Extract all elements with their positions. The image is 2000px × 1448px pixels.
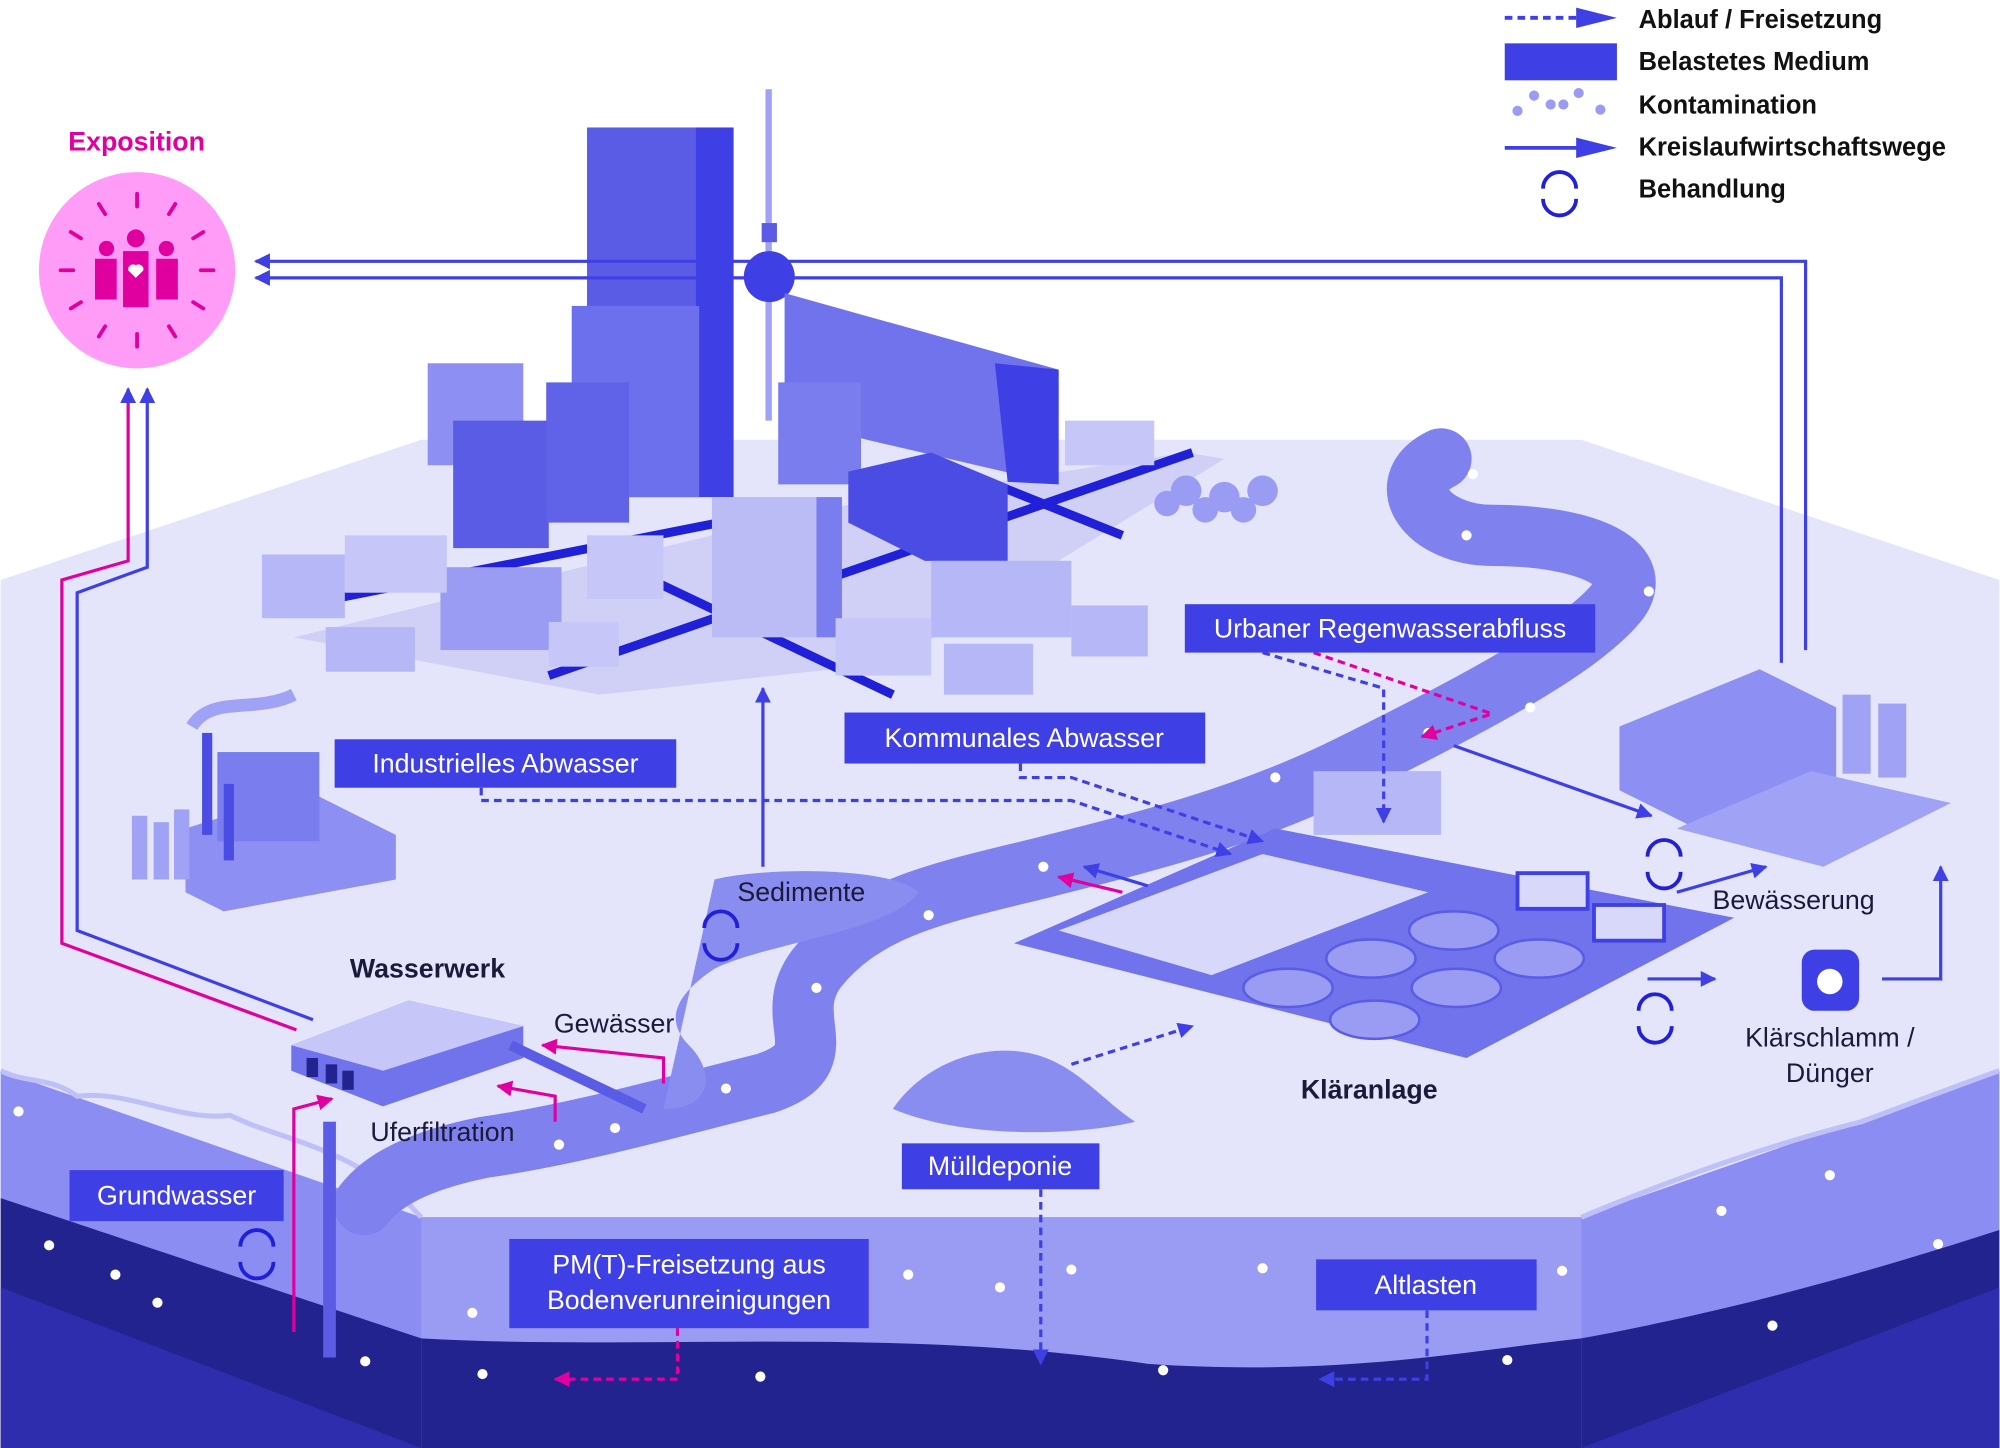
river-contamination-dots xyxy=(13,469,1944,1382)
treatment-cycle-icons xyxy=(238,838,1683,1281)
label-sludge-line1: Klärschlamm / xyxy=(1745,1022,1915,1052)
legend-item-contamination: Kontamination xyxy=(1512,87,1817,119)
legend-item-medium: Belastetes Medium xyxy=(1504,43,1870,81)
fertilizer-bag-icon xyxy=(1801,949,1860,1011)
label-irrigation: Bewässerung xyxy=(1713,885,1875,915)
label-soil-release-line2: Bodenverunreinigungen xyxy=(547,1285,831,1315)
exposition: Exposition xyxy=(38,126,236,369)
legend-item-treatment: Behandlung xyxy=(1541,170,1786,218)
label-sludge-line2: Dünger xyxy=(1786,1058,1874,1088)
landfill xyxy=(892,1050,1136,1133)
legend-label: Kreislaufwirtschaftswege xyxy=(1639,134,1946,162)
label-groundwater: Grundwasser xyxy=(97,1181,256,1211)
label-landfill: Mülldeponie xyxy=(928,1151,1072,1181)
cycle-icon-groundwater xyxy=(238,1228,276,1281)
aquifer-center xyxy=(421,1338,1582,1448)
filled-rectangle-icon xyxy=(1504,43,1617,81)
farm xyxy=(1619,669,1951,867)
legend-label: Belastetes Medium xyxy=(1639,48,1870,76)
label-waterworks: Wasserwerk xyxy=(350,954,505,984)
label-urban-runoff: Urbaner Regenwasserabfluss xyxy=(1214,613,1566,643)
legend-label: Behandlung xyxy=(1639,176,1786,204)
legend-item-release: Ablauf / Freisetzung xyxy=(1504,6,1883,34)
legend-label: Kontamination xyxy=(1639,91,1817,119)
exposition-title: Exposition xyxy=(68,126,205,156)
cycle-icon-irrigation xyxy=(1645,838,1683,891)
cycle-icon-sludge xyxy=(1636,992,1674,1045)
label-municipal-wastewater: Kommunales Abwasser xyxy=(884,723,1164,753)
label-treatment-plant: Kläranlage xyxy=(1301,1075,1438,1105)
legend: Ablauf / Freisetzung Belastetes Medium K… xyxy=(1504,6,1946,218)
flow-arrows xyxy=(60,253,1949,1388)
label-soil-release-line1: PM(T)-Freisetzung aus xyxy=(552,1249,826,1279)
dots-icon xyxy=(1512,87,1606,116)
river xyxy=(333,428,1656,1236)
label-surface-water: Gewässer xyxy=(554,1008,675,1038)
cycle-arrows-icon xyxy=(1541,170,1579,218)
treatment-plant xyxy=(1014,771,1735,1058)
legend-label: Ablauf / Freisetzung xyxy=(1639,6,1883,34)
label-bank-filtration: Uferfiltration xyxy=(370,1117,514,1147)
label-industrial-wastewater: Industrielles Abwasser xyxy=(372,748,638,778)
sediment-area xyxy=(663,871,919,1109)
label-contaminated-sites: Altlasten xyxy=(1374,1270,1477,1300)
cycle-icon-sediments xyxy=(702,909,740,962)
people-heart-icon xyxy=(95,229,178,308)
waterworks xyxy=(291,1000,647,1358)
label-sediments: Sedimente xyxy=(737,877,865,907)
radiance-ticks xyxy=(58,191,216,349)
legend-item-circular: Kreislaufwirtschaftswege xyxy=(1504,134,1946,162)
industrial-plant xyxy=(131,688,396,912)
city xyxy=(261,89,1278,699)
